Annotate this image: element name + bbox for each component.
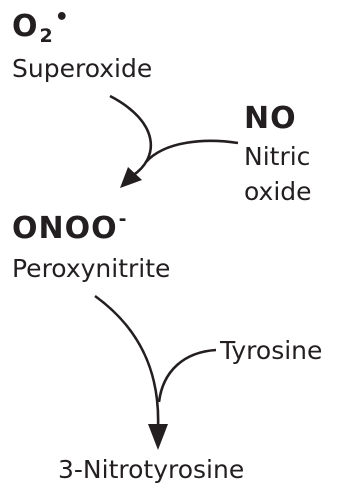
peroxynitrite-charge: - xyxy=(118,208,128,230)
arrow-peroxynitrite-to-nitrotyrosine xyxy=(94,294,160,429)
nitric-oxide-formula: NO xyxy=(244,101,297,136)
superoxide-formula: O2• xyxy=(12,7,70,46)
arrowhead-to-peroxynitrite xyxy=(120,167,142,188)
arrowhead-to-nitrotyrosine xyxy=(148,424,168,450)
nitrotyrosine-name: 3-Nitrotyrosine xyxy=(58,455,245,484)
tyrosine-name: Tyrosine xyxy=(220,336,323,365)
peroxynitrite-formula-text: ONOO xyxy=(12,211,118,246)
peroxynitrite-name: Peroxynitrite xyxy=(12,254,171,283)
branch-tyrosine xyxy=(157,348,217,403)
superoxide-subscript: 2 xyxy=(39,25,54,47)
arrow-superoxide-to-peroxynitrite xyxy=(109,94,153,178)
superoxide-symbol: O xyxy=(12,9,39,44)
nitric-oxide-name-line2: oxide xyxy=(244,177,312,206)
peroxynitrite-formula: ONOO- xyxy=(12,210,128,246)
superoxide-radical-dot: • xyxy=(54,5,70,30)
branch-nitric-oxide xyxy=(145,139,239,163)
nitric-oxide-name-line1: Nitric xyxy=(244,142,311,171)
superoxide-name: Superoxide xyxy=(12,54,153,83)
